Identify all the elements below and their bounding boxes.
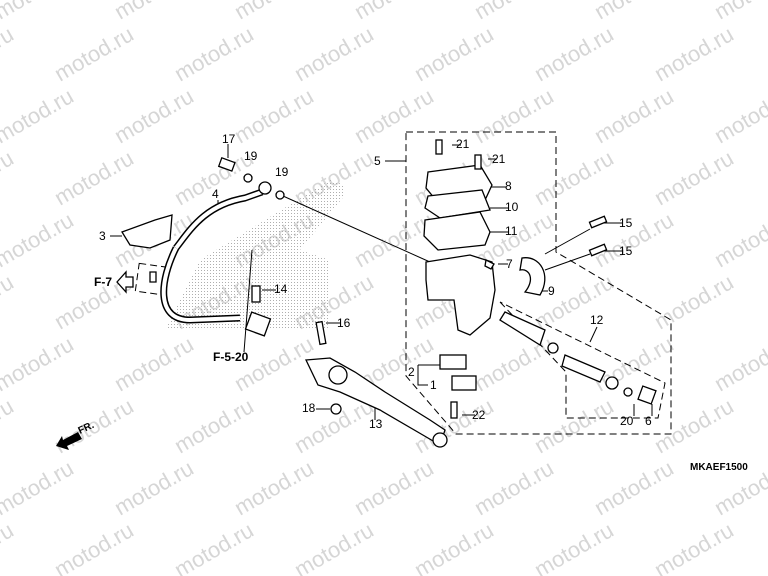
part-lever-pivot bbox=[328, 365, 348, 385]
callout-15: 15 bbox=[619, 244, 633, 258]
part-hose-4-inner bbox=[161, 247, 241, 323]
part-banjo-eye bbox=[258, 181, 272, 195]
callout-16: 16 bbox=[337, 316, 351, 330]
part-bolt-15b bbox=[588, 243, 608, 257]
callout-17: 17 bbox=[222, 132, 236, 146]
part-switch-1 bbox=[451, 375, 477, 391]
part-pivot-6 bbox=[637, 385, 657, 405]
part-master-cylinder-body bbox=[425, 254, 496, 336]
part-screw-21a bbox=[435, 139, 443, 155]
front-arrow-icon bbox=[56, 432, 82, 450]
part-bolt-17 bbox=[217, 157, 236, 172]
part-washer-19b bbox=[275, 190, 285, 200]
part-washer-19a bbox=[243, 173, 253, 183]
callout-6: 6 bbox=[645, 414, 652, 428]
part-nut-18 bbox=[330, 403, 342, 415]
callout-11: 11 bbox=[505, 224, 518, 238]
callout-12: 12 bbox=[590, 313, 604, 327]
part-hose-4-upper-inner bbox=[174, 190, 263, 250]
leader-lines bbox=[110, 144, 653, 420]
callout-5: 5 bbox=[374, 154, 381, 168]
part-clip-7 bbox=[484, 259, 495, 270]
callout-13: 13 bbox=[369, 417, 383, 431]
callout-22: 22 bbox=[472, 408, 486, 422]
f7-arrow-icon bbox=[116, 270, 134, 294]
part-piston bbox=[561, 354, 606, 383]
callout-15: 15 bbox=[619, 216, 633, 230]
callout-18: 18 bbox=[302, 401, 316, 415]
reference-f5-20: F-5-20 bbox=[213, 350, 249, 364]
part-bracket-3 bbox=[121, 214, 173, 249]
part-switch-2 bbox=[439, 354, 467, 370]
part-diaphragm-11 bbox=[423, 211, 491, 251]
callout-4: 4 bbox=[212, 187, 219, 201]
part-seal bbox=[547, 342, 559, 354]
part-screw-22 bbox=[450, 401, 458, 419]
part-screw-21b bbox=[474, 154, 482, 170]
callout-19: 19 bbox=[244, 149, 258, 163]
shaded-area bbox=[165, 180, 345, 330]
callout-1: 1 bbox=[430, 378, 437, 392]
part-cup bbox=[605, 376, 619, 390]
part-lever-end bbox=[432, 432, 448, 448]
reference-f7: F-7 bbox=[94, 275, 112, 289]
callout-10: 10 bbox=[505, 200, 519, 214]
part-bolt-16 bbox=[315, 320, 327, 346]
part-bolt-f7 bbox=[149, 271, 157, 283]
callout-2: 2 bbox=[408, 365, 415, 379]
callout-9: 9 bbox=[548, 284, 555, 298]
callout-21: 21 bbox=[456, 137, 470, 151]
callout-3: 3 bbox=[99, 229, 106, 243]
callout-19: 19 bbox=[275, 165, 289, 179]
callout-7: 7 bbox=[506, 257, 513, 271]
callout-14: 14 bbox=[274, 282, 288, 296]
callout-8: 8 bbox=[505, 179, 512, 193]
part-nut-20 bbox=[623, 387, 633, 397]
callout-21: 21 bbox=[492, 152, 506, 166]
part-bolt-14 bbox=[251, 285, 261, 303]
part-holder-9 bbox=[519, 257, 546, 296]
master-cylinder-group-box bbox=[405, 131, 672, 435]
part-hose-fitting bbox=[244, 311, 272, 337]
piston-set-box bbox=[499, 301, 666, 419]
part-boot bbox=[499, 311, 546, 346]
diagram-code: MKAEF1500 bbox=[690, 462, 748, 473]
part-bolt-15a bbox=[588, 215, 608, 229]
callout-20: 20 bbox=[620, 414, 634, 428]
